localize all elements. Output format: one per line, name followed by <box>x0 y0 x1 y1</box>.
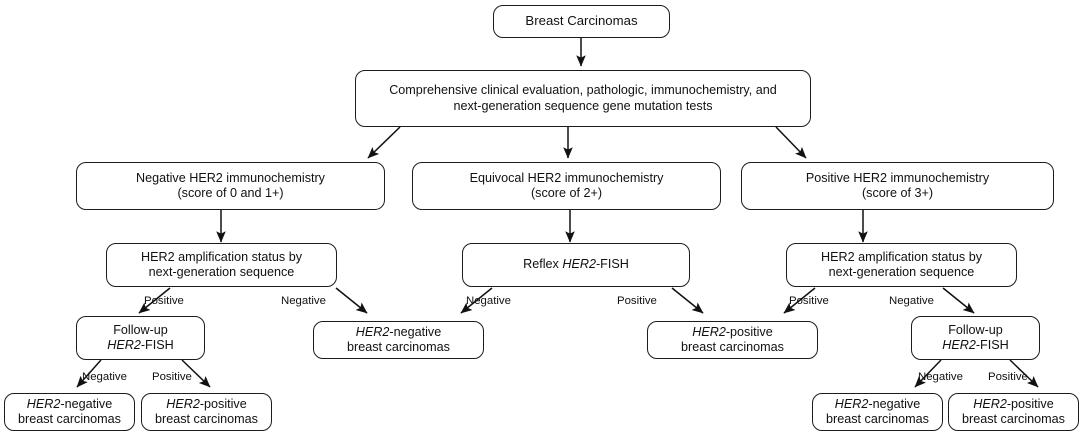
node-reflex-her2-fish[interactable]: Reflex HER2-FISH <box>462 243 690 287</box>
edge-label-followupleft-positive: Positive <box>152 371 192 383</box>
node-ngs-right-line1: HER2 amplification status by <box>821 249 982 264</box>
node-followup-right[interactable]: Follow-up HER2-FISH <box>911 316 1040 360</box>
node-bottom-left-her2-negative-line2: breast carcinomas <box>18 412 121 426</box>
node-comprehensive-evaluation-line2: next-generation sequence gene mutation t… <box>453 98 713 113</box>
node-her2-positive-mid-right[interactable]: HER2-positive breast carcinomas <box>647 321 818 359</box>
node-bottom-right-her2-positive-gene: HER2 <box>973 396 1007 411</box>
node-her2-negative-mid-left-suffix: -negative <box>389 324 442 339</box>
node-bottom-right-her2-negative-suffix: -negative <box>868 396 921 411</box>
edge-ngsleft-negative <box>335 287 368 314</box>
node-bottom-right-her2-negative-gene: HER2 <box>834 396 869 411</box>
edge-label-ngsleft-negative: Negative <box>281 295 326 307</box>
edge-label-followupleft-negative: Negative <box>82 371 127 383</box>
node-bottom-left-her2-positive-gene: HER2 <box>166 396 200 411</box>
edge-label-reflex-negative: Negative <box>466 295 511 307</box>
node-ihc-negative[interactable]: Negative HER2 immunochemistry (score of … <box>76 162 385 210</box>
node-bottom-left-her2-positive-line2: breast carcinomas <box>155 412 258 426</box>
node-ngs-left-line2: next-generation sequence <box>148 265 295 279</box>
node-ihc-equivocal[interactable]: Equivocal HER2 immunochemistry (score of… <box>412 162 721 210</box>
node-ihc-equivocal-line1: Equivocal HER2 immunochemistry <box>469 170 664 185</box>
node-ihc-positive[interactable]: Positive HER2 immunochemistry (score of … <box>741 162 1054 210</box>
node-comprehensive-evaluation[interactable]: Comprehensive clinical evaluation, patho… <box>355 70 811 127</box>
node-ngs-right[interactable]: HER2 amplification status by next-genera… <box>786 243 1017 287</box>
edge-label-reflex-positive: Positive <box>617 295 657 307</box>
node-bottom-left-her2-negative[interactable]: HER2-negative breast carcinomas <box>4 393 135 431</box>
node-followup-right-suffix: -FISH <box>975 338 1009 352</box>
node-bottom-left-her2-negative-gene: HER2 <box>26 396 61 411</box>
node-bottom-left-her2-positive-suffix: -positive <box>199 396 247 411</box>
node-bottom-left-her2-positive[interactable]: HER2-positive breast carcinomas <box>141 393 272 431</box>
edge-label-followupright-negative: Negative <box>918 371 963 383</box>
edge-reflex-positive <box>671 287 704 314</box>
node-ihc-positive-line1: Positive HER2 immunochemistry <box>805 170 990 185</box>
edge-label-ngsright-negative: Negative <box>889 295 934 307</box>
node-bottom-right-her2-negative[interactable]: HER2-negative breast carcinomas <box>812 393 943 431</box>
node-followup-right-line1: Follow-up <box>948 322 1003 337</box>
edge-label-ngsright-positive: Positive <box>789 295 829 307</box>
edge-label-ngsleft-positive: Positive <box>144 295 184 307</box>
node-her2-positive-mid-right-line2: breast carcinomas <box>681 340 784 354</box>
node-followup-right-gene: HER2 <box>942 338 976 352</box>
node-reflex-her2-fish-pre: Reflex <box>523 257 563 272</box>
node-ngs-right-line2: next-generation sequence <box>828 265 975 279</box>
node-ihc-equivocal-line2: (score of 2+) <box>530 186 603 200</box>
node-followup-left-gene: HER2 <box>107 338 141 352</box>
node-ihc-negative-line2: (score of 0 and 1+) <box>177 186 284 200</box>
node-ihc-negative-line1: Negative HER2 immunochemistry <box>136 170 325 185</box>
edge-label-followupright-positive: Positive <box>988 371 1028 383</box>
edge-evaluation-to-negative <box>367 126 401 159</box>
node-reflex-her2-fish-post: -FISH <box>595 257 629 272</box>
node-her2-positive-mid-right-gene: HER2 <box>692 324 726 339</box>
node-ngs-left-line1: HER2 amplification status by <box>141 249 302 264</box>
node-breast-carcinomas[interactable]: Breast Carcinomas <box>493 5 670 38</box>
node-her2-negative-mid-left-line2: breast carcinomas <box>347 340 450 354</box>
node-bottom-left-her2-negative-suffix: -negative <box>60 396 113 411</box>
node-bottom-right-her2-positive-line2: breast carcinomas <box>962 412 1065 426</box>
node-bottom-right-her2-negative-line2: breast carcinomas <box>826 412 929 426</box>
node-followup-left-line1: Follow-up <box>113 322 168 337</box>
node-bottom-right-her2-positive-suffix: -positive <box>1006 396 1054 411</box>
node-reflex-her2-fish-gene: HER2 <box>562 257 596 272</box>
edge-evaluation-to-positive <box>775 126 807 159</box>
node-followup-left[interactable]: Follow-up HER2-FISH <box>76 316 205 360</box>
edge-ngsright-negative <box>942 287 975 314</box>
node-her2-negative-mid-left-gene: HER2 <box>355 324 390 339</box>
node-her2-negative-mid-left[interactable]: HER2-negative breast carcinomas <box>313 321 484 359</box>
node-comprehensive-evaluation-line1: Comprehensive clinical evaluation, patho… <box>389 83 777 98</box>
node-her2-positive-mid-right-suffix: -positive <box>725 324 773 339</box>
node-ihc-positive-line2: (score of 3+) <box>861 186 934 200</box>
node-bottom-right-her2-positive[interactable]: HER2-positive breast carcinomas <box>948 393 1079 431</box>
node-followup-left-suffix: -FISH <box>140 338 174 352</box>
node-ngs-left[interactable]: HER2 amplification status by next-genera… <box>106 243 337 287</box>
node-breast-carcinomas-label: Breast Carcinomas <box>525 13 638 29</box>
